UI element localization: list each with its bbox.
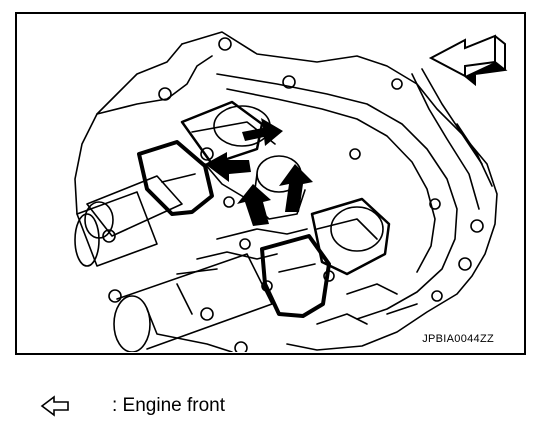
arrow-right-icon xyxy=(242,118,283,146)
oil-hole-indicator-arrows xyxy=(205,118,313,226)
lower-camshaft xyxy=(116,253,273,350)
cylinder-head-outline xyxy=(181,31,498,351)
figure-frame: JPBIA0044ZZ xyxy=(15,12,526,355)
figure-id-label: JPBIA0044ZZ xyxy=(422,333,494,345)
hollow-arrow-left-icon xyxy=(40,395,69,417)
arrow-up-right-icon xyxy=(279,164,313,212)
engine-front-arrow-icon xyxy=(428,34,508,87)
engine-camshaft-illustration xyxy=(74,31,508,352)
arrow-up-icon xyxy=(237,184,271,226)
legend: : Engine front xyxy=(40,393,225,419)
legend-text: : Engine front xyxy=(112,395,226,416)
arrow-left-icon xyxy=(205,152,251,182)
upper-camshaft xyxy=(86,175,183,237)
